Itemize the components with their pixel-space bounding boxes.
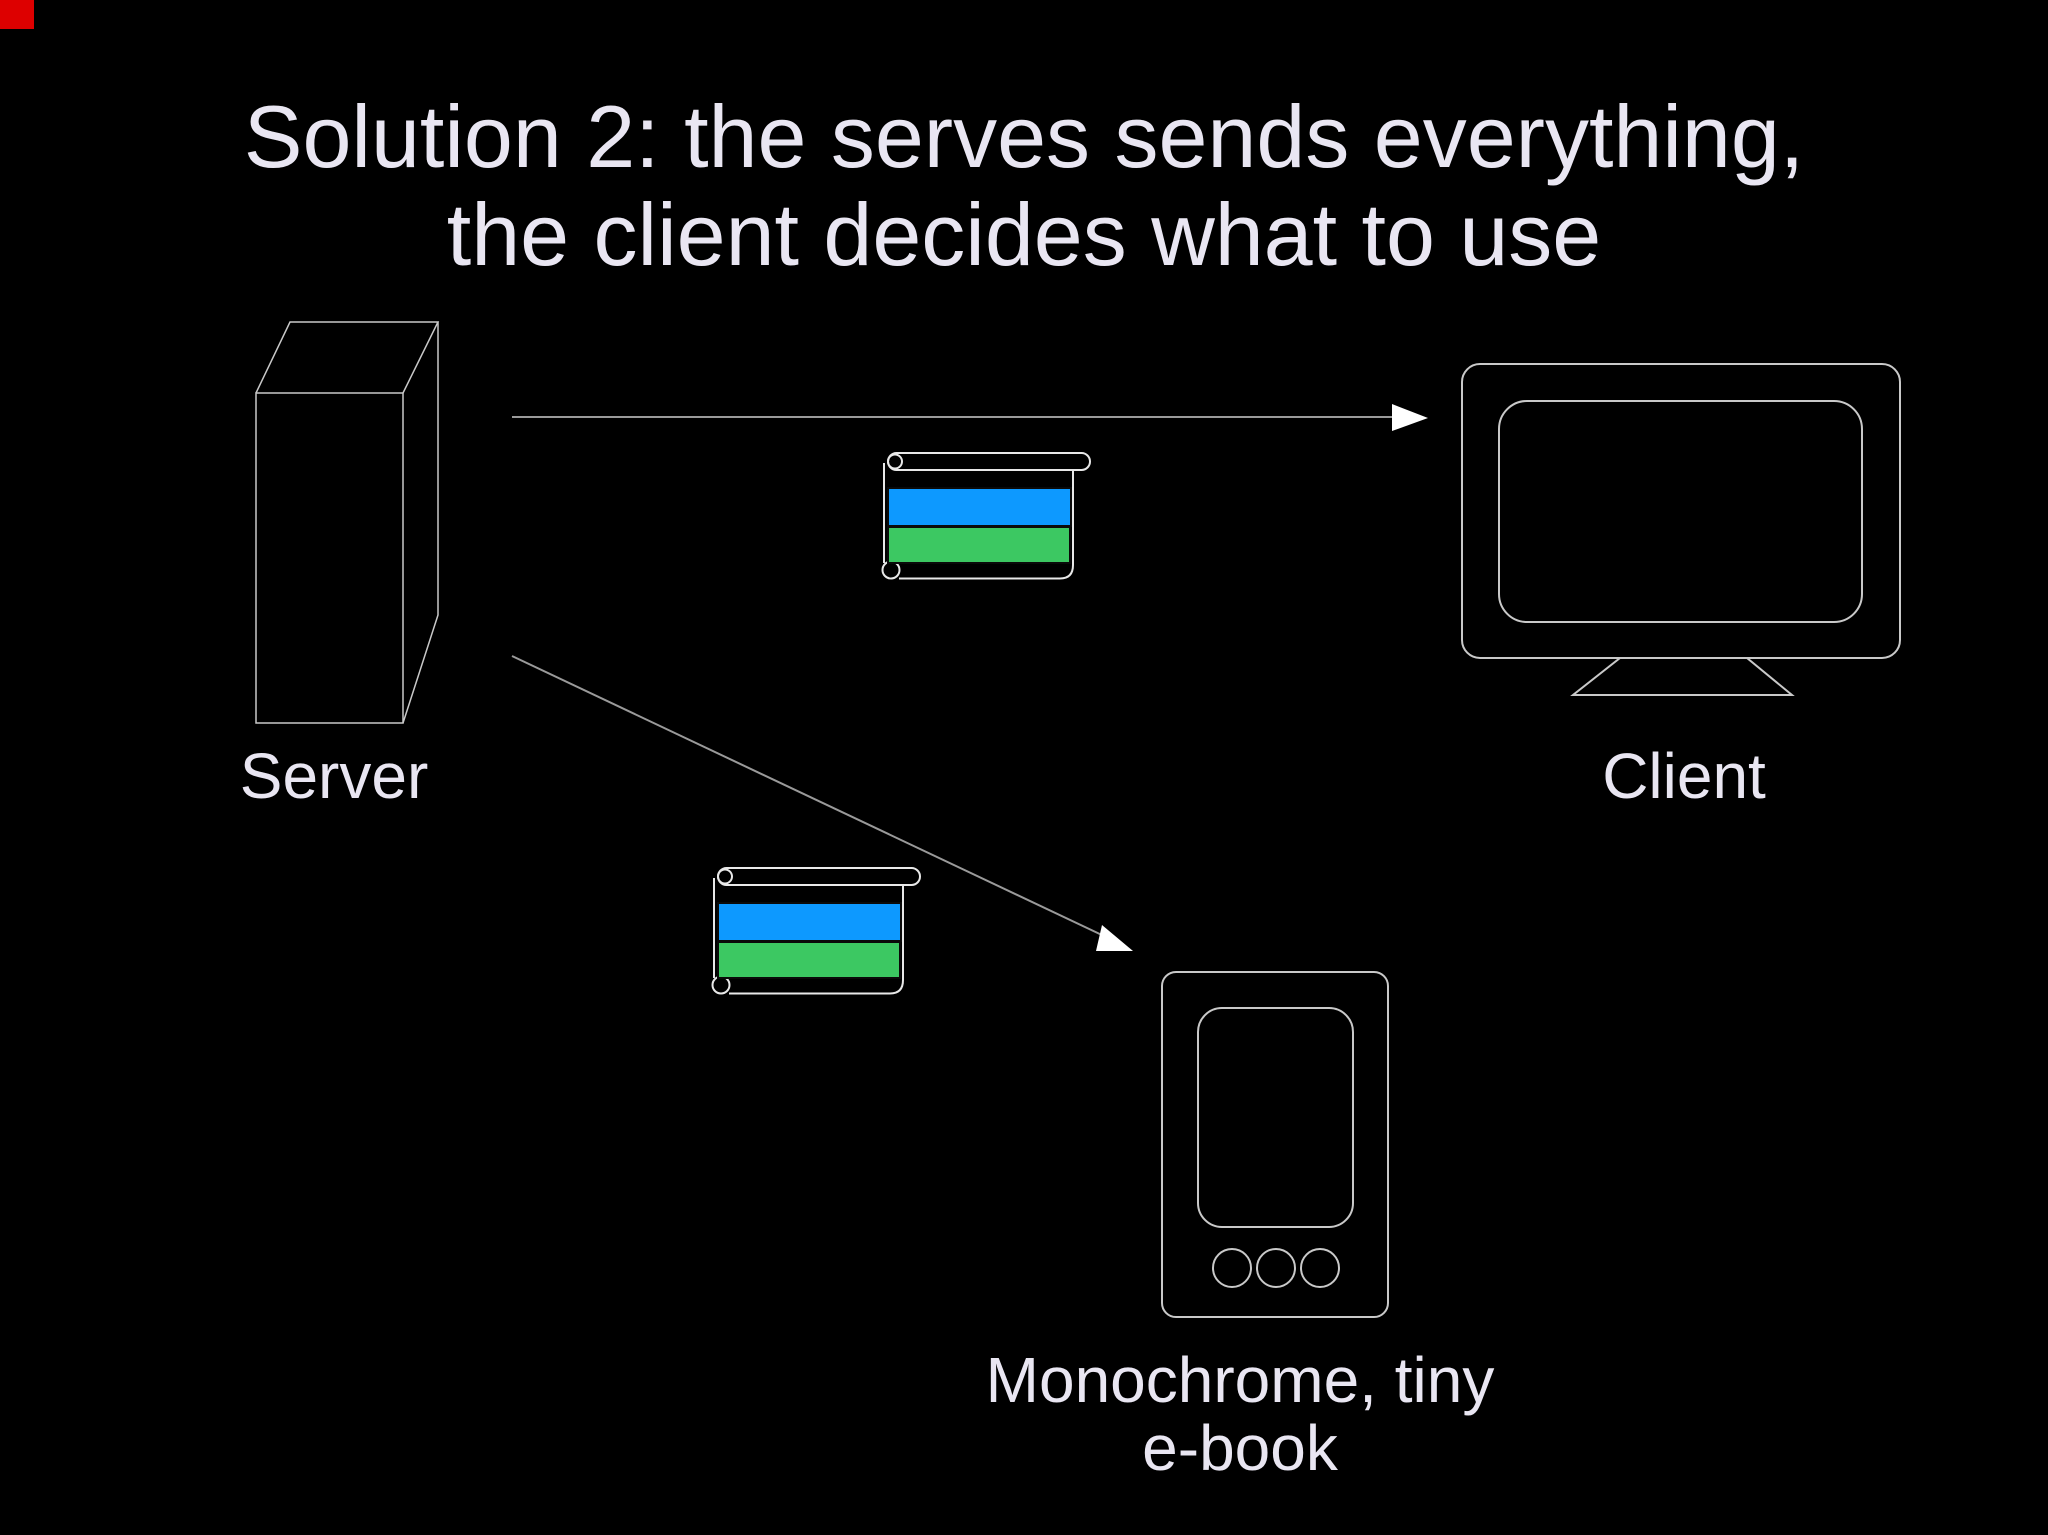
slide-title: Solution 2: the serves sends everything,… bbox=[244, 88, 1804, 284]
ebook-label-line-1: Monochrome, tiny bbox=[985, 1344, 1495, 1416]
arrowhead-icon bbox=[1096, 925, 1133, 951]
arrow-to-client bbox=[512, 404, 1428, 431]
recording-indicator bbox=[0, 0, 34, 29]
ebook-body bbox=[1161, 971, 1389, 1318]
ebook-reader-icon bbox=[1161, 971, 1389, 1318]
scroll-body-edge bbox=[729, 885, 904, 995]
scroll-top-bar bbox=[887, 452, 1091, 471]
slide-title-line-2: the client decides what to use bbox=[446, 185, 1602, 284]
arrowhead-icon bbox=[1392, 404, 1428, 431]
ebook-button bbox=[1300, 1248, 1340, 1288]
scroll-bottom-curl bbox=[881, 560, 901, 580]
server-front-face bbox=[255, 392, 404, 724]
payload-blue-stripe bbox=[717, 902, 902, 942]
monitor-screen bbox=[1498, 400, 1863, 623]
monitor-icon bbox=[1461, 363, 1901, 696]
server-tower-icon bbox=[255, 321, 440, 724]
scroll-bottom-curl bbox=[711, 975, 731, 995]
slide-title-line-1: Solution 2: the serves sends everything, bbox=[243, 87, 1805, 186]
server-top-face bbox=[255, 321, 440, 394]
client-label: Client bbox=[1602, 740, 1766, 812]
monitor-frame bbox=[1461, 363, 1901, 659]
monitor-stand bbox=[1570, 657, 1795, 696]
ebook-label-line-2: e-book bbox=[1142, 1412, 1338, 1484]
payload-green-stripe bbox=[717, 941, 901, 979]
payload-green-stripe bbox=[887, 526, 1071, 564]
arrow-line bbox=[511, 655, 1105, 937]
payload-blue-stripe bbox=[887, 487, 1072, 527]
server-label: Server bbox=[239, 740, 429, 812]
arrow-to-ebook bbox=[511, 655, 1133, 951]
scroll-top-curl bbox=[717, 868, 733, 885]
ebook-screen bbox=[1197, 1007, 1354, 1228]
ebook-button bbox=[1256, 1248, 1296, 1288]
scroll-body-edge bbox=[899, 470, 1074, 580]
ebook-label: Monochrome, tiny e-book bbox=[986, 1346, 1495, 1482]
ebook-button bbox=[1212, 1248, 1252, 1288]
scroll-document-icon bbox=[711, 867, 921, 995]
scroll-top-bar bbox=[717, 867, 921, 886]
server-side-face bbox=[402, 322, 439, 724]
scroll-top-curl bbox=[887, 453, 903, 470]
scroll-document-icon bbox=[881, 452, 1091, 580]
